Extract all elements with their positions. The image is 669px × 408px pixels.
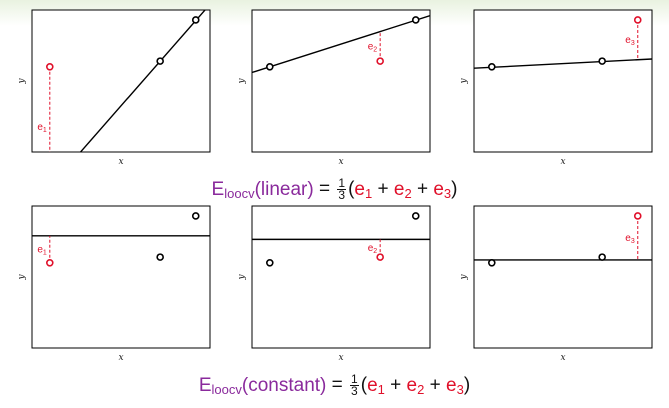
formula-symbol: Eloocv(constant)	[198, 374, 327, 397]
data-point	[191, 212, 200, 220]
data-point	[411, 212, 420, 220]
formula-term-e2: e2	[393, 178, 412, 201]
data-point	[156, 253, 164, 261]
formula-term-e2: e2	[406, 374, 425, 397]
formula-symbol: Eloocv(linear)	[211, 178, 314, 201]
data-point	[487, 63, 496, 71]
error-label: e3	[625, 35, 635, 47]
panel-frame	[473, 9, 653, 153]
panel-linear-1: e1 x y	[17, 9, 211, 167]
x-axis-label: x	[338, 353, 343, 363]
data-point	[265, 258, 274, 267]
formula-term-e1: e1	[354, 178, 373, 201]
fit-line	[252, 15, 430, 74]
error-label: e3	[625, 233, 635, 245]
held-out-point	[376, 57, 384, 65]
y-axis-label: y	[237, 274, 247, 281]
x-axis-label: x	[118, 157, 123, 167]
data-point	[598, 57, 606, 65]
error-label: e1	[37, 244, 47, 256]
error-label: e1	[37, 122, 47, 134]
error-label: e2	[368, 243, 378, 255]
data-point	[411, 16, 420, 24]
formula-equals: =	[331, 374, 343, 396]
panel-constant-2: e2 x y	[237, 205, 431, 363]
panel-frame	[473, 205, 653, 349]
panel-frame	[251, 9, 431, 153]
panel-frame	[251, 205, 431, 349]
formula-term-e3: e3	[446, 374, 464, 397]
x-axis-label: x	[338, 157, 343, 167]
panel-constant-3: e3 x y	[459, 205, 653, 363]
panel-frame	[31, 205, 211, 349]
y-axis-label: y	[459, 78, 469, 85]
x-axis-label: x	[560, 353, 565, 363]
panel-constant-1: e1 x y	[17, 205, 211, 363]
panel-linear-2: e2 x y	[237, 9, 431, 167]
y-axis-label: y	[17, 78, 27, 85]
fit-line	[79, 10, 206, 152]
formula-equals: =	[318, 178, 331, 200]
data-point	[191, 16, 200, 24]
panel-linear-3: e3 x y	[459, 9, 653, 167]
held-out-point	[376, 253, 384, 261]
fit-line	[474, 58, 652, 69]
error-label: e2	[368, 41, 378, 53]
data-point	[598, 253, 606, 261]
held-out-point	[45, 258, 54, 267]
data-point	[265, 63, 274, 71]
formula-term-e1: e1	[367, 374, 385, 397]
x-axis-label: x	[560, 157, 565, 167]
y-axis-label: y	[459, 274, 469, 281]
held-out-point	[633, 16, 642, 24]
data-point	[156, 57, 164, 65]
data-point	[487, 258, 496, 267]
formula-term-e3: e3	[433, 178, 452, 201]
held-out-point	[45, 63, 54, 71]
panel-frame	[31, 9, 211, 153]
x-axis-label: x	[118, 353, 123, 363]
y-axis-label: y	[237, 78, 247, 85]
y-axis-label: y	[17, 274, 27, 281]
held-out-point	[633, 212, 642, 220]
